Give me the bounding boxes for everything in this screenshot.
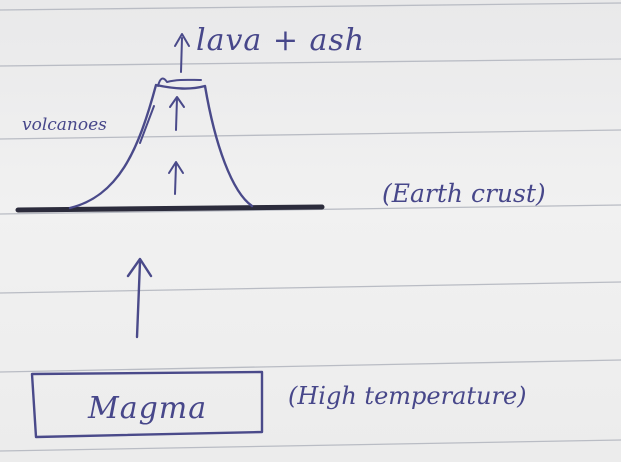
lava-ash-label: lava + ash — [196, 23, 366, 58]
magma-box — [30, 370, 264, 439]
high-temperature-label: (High temperature) — [288, 382, 527, 410]
volcano-crater — [157, 77, 202, 87]
ruled-line — [0, 439, 621, 452]
earth-crust-line — [15, 204, 325, 213]
ruled-line — [0, 359, 621, 373]
ruled-line — [0, 281, 621, 294]
magma-to-crust-arrow — [126, 257, 153, 339]
notebook-rules — [0, 2, 621, 452]
ruled-line — [0, 2, 621, 11]
eruption-arrow — [174, 33, 190, 73]
volcano-pointer-line — [139, 105, 155, 144]
magma-rising-arrow — [169, 96, 185, 131]
magma-label: Magma — [88, 391, 208, 426]
volcano-outline — [68, 83, 254, 210]
ruled-line — [0, 58, 621, 67]
earth-crust-label: (Earth crust) — [382, 179, 546, 208]
volcanoes-label: volcanoes — [22, 115, 107, 135]
ruled-line — [0, 129, 621, 140]
magma-rising-arrow — [168, 161, 184, 195]
